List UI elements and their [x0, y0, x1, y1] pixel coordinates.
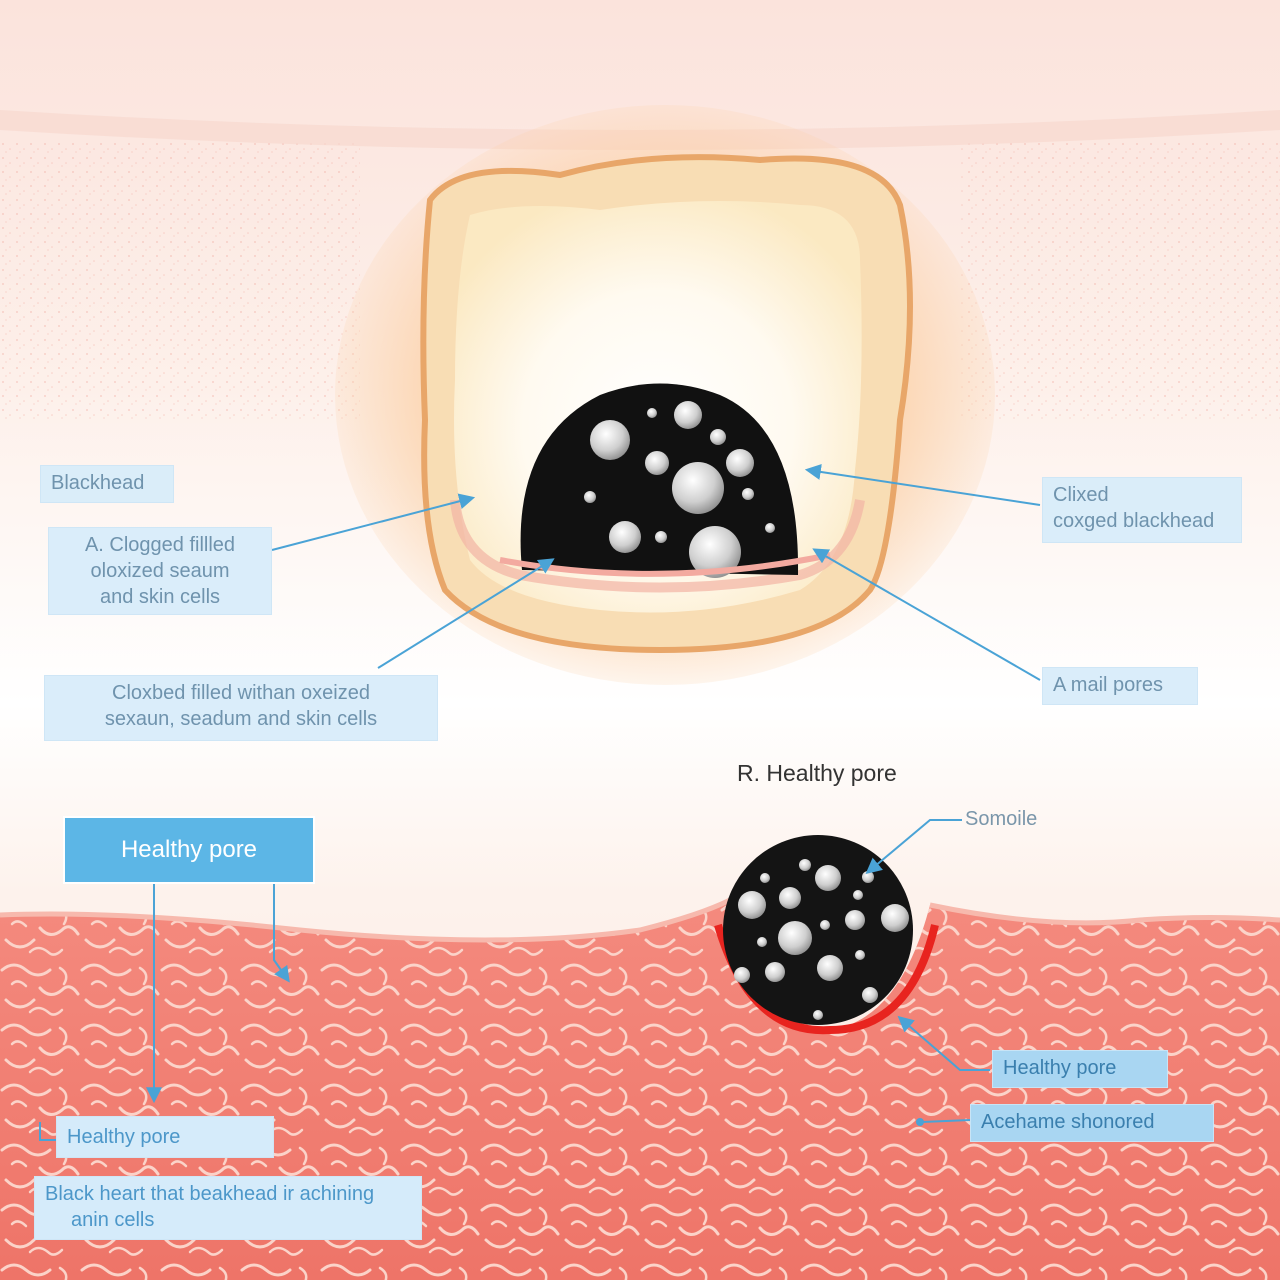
arrow-pointer-icon [804, 463, 1041, 506]
label-healthy-pore-top: Healthy pore [63, 816, 315, 884]
heading-r-healthy-pore: R. Healthy pore [737, 760, 897, 786]
arrow-pointer-icon [273, 882, 290, 983]
dermis-edge-right [929, 902, 1280, 926]
arrow-pointer-icon [897, 1015, 990, 1071]
label-clogged-left: A. Clogged fillled oloxized seaum and sk… [48, 527, 272, 615]
label-healthy-pore-right: Healthy pore [992, 1050, 1168, 1088]
label-cloxed-right: Clixed coxged blackhead [1042, 477, 1242, 543]
label-blackhead: Blackhead [40, 465, 174, 503]
label-healthy-pore-left: Healthy pore [56, 1116, 274, 1158]
skin-speckle-left [0, 140, 360, 420]
small-blackhead-plug [723, 835, 913, 1025]
dermis-edge [0, 897, 732, 943]
arrow-pointer-icon [377, 558, 555, 669]
arrow-pointer-icon [812, 548, 1041, 681]
label-somoile: Somoile [965, 808, 1038, 830]
label-acehame: Acehame shonored [970, 1104, 1214, 1142]
arrow-pointer-icon [39, 1122, 56, 1141]
arrow-pointer-icon [865, 819, 962, 875]
arrow-pointer-icon [271, 493, 476, 551]
leader-lines [39, 463, 1041, 1141]
dot-bullet-icon [916, 1118, 924, 1126]
skin-speckle-right [960, 140, 1280, 420]
blackhead-plug [520, 383, 799, 578]
label-black-heart: Black heart that beakhead ir achining an… [34, 1176, 422, 1240]
label-cloxbed: Cloxbed filled withan oxeized sexaun, se… [44, 675, 438, 741]
label-mail-pores: A mail pores [1042, 667, 1198, 705]
arrow-pointer-icon [921, 1119, 971, 1123]
pore-inner-rim [450, 499, 865, 593]
